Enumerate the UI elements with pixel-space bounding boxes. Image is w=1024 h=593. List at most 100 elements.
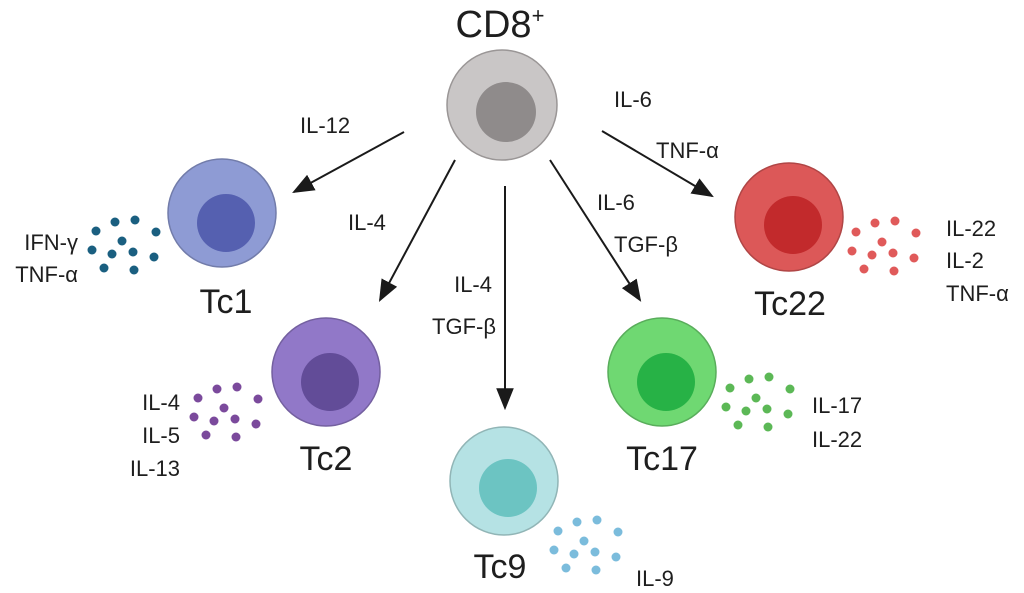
cytokine-dot xyxy=(219,403,229,413)
tc2-cytokine-3: IL-13 xyxy=(130,456,180,481)
cytokine-dot xyxy=(888,248,898,258)
tc17-cell-nucleus xyxy=(637,353,695,411)
cytokine-dot xyxy=(725,383,735,393)
tc22-cell-nucleus xyxy=(764,196,822,254)
cytokine-dot xyxy=(763,422,773,432)
cytokine-dot xyxy=(107,249,117,259)
tc9-subset: IL-9 Tc9 xyxy=(449,426,674,591)
cytokine-dot xyxy=(867,250,877,260)
cytokine-dot xyxy=(851,227,861,237)
cytokine-dot xyxy=(212,384,222,394)
cytokine-dot xyxy=(741,406,751,416)
cytokine-dot xyxy=(209,416,219,426)
cytokine-dot xyxy=(572,517,582,527)
cytokine-dot xyxy=(764,372,774,382)
cytokine-dot xyxy=(592,515,602,525)
cd8-cell: CD8+ xyxy=(446,3,558,161)
cytokine-dot xyxy=(911,228,921,238)
inducer-tc9-1: IL-4 xyxy=(454,272,492,297)
tc17-cytokine-dots xyxy=(721,372,795,432)
tc2-subset: IL-4 IL-5 IL-13 Tc2 xyxy=(130,317,381,481)
cytokine-dot xyxy=(110,217,120,227)
inducer-tc17-2: TGF-β xyxy=(614,232,678,257)
cd8-title: CD8+ xyxy=(456,3,545,46)
cytokine-dot xyxy=(553,526,563,536)
inducer-tc22-1: IL-6 xyxy=(614,87,652,112)
tc22-cytokine-3: TNF-α xyxy=(946,281,1009,306)
cytokine-dot xyxy=(785,384,795,394)
cytokine-dot xyxy=(569,549,579,559)
cytokine-dot xyxy=(193,393,203,403)
cytokine-dot xyxy=(91,226,101,236)
inducer-labels: IL-12 IL-4 IL-4 TGF-β IL-6 TGF-β IL-6 TN… xyxy=(300,87,719,339)
cytokine-dot xyxy=(877,237,887,247)
tc2-cell-nucleus xyxy=(301,353,359,411)
tc2-cytokine-dots xyxy=(189,382,263,442)
cytokine-dot xyxy=(128,247,138,257)
tc17-cytokine-1: IL-17 xyxy=(812,393,862,418)
cytokine-dot xyxy=(231,432,241,442)
cytokine-dot xyxy=(859,264,869,274)
cytokine-dot xyxy=(99,263,109,273)
tc22-cytokine-1: IL-22 xyxy=(946,216,996,241)
tc9-label: Tc9 xyxy=(474,548,527,586)
cytokine-dot xyxy=(130,215,140,225)
cytokine-dot xyxy=(230,414,240,424)
cytokine-dot xyxy=(847,246,857,256)
tc22-cytokine-2: IL-2 xyxy=(946,248,984,273)
cytokine-dot xyxy=(591,565,601,575)
cytokine-dot xyxy=(232,382,242,392)
cytokine-dot xyxy=(762,404,772,414)
tc22-label: Tc22 xyxy=(754,285,826,323)
tc2-cytokine-2: IL-5 xyxy=(142,423,180,448)
inducer-tc9-2: TGF-β xyxy=(432,314,496,339)
arrows xyxy=(292,130,714,411)
cd8-cell-nucleus xyxy=(476,82,536,142)
cytokine-dot xyxy=(751,393,761,403)
tc1-cytokine-2: TNF-α xyxy=(15,262,78,287)
inducer-tc2-1: IL-4 xyxy=(348,210,386,235)
cytokine-dot xyxy=(149,252,159,262)
tc9-cell-nucleus xyxy=(479,459,537,517)
tc1-cytokine-dots xyxy=(87,215,161,275)
tc1-cell-nucleus xyxy=(197,194,255,252)
cytokine-dot xyxy=(783,409,793,419)
tc2-cytokine-1: IL-4 xyxy=(142,390,180,415)
inducer-tc22-2: TNF-α xyxy=(656,138,719,163)
tc1-label: Tc1 xyxy=(200,283,253,321)
cytokine-dot xyxy=(744,374,754,384)
tc22-subset: IL-22 IL-2 TNF-α Tc22 xyxy=(734,162,1009,323)
cytokine-dot xyxy=(117,236,127,246)
cytokine-dot xyxy=(189,412,199,422)
cytokine-dot xyxy=(151,227,161,237)
tc17-subset: IL-17 IL-22 Tc17 xyxy=(607,317,862,478)
arrow-to-tc2 xyxy=(378,159,456,302)
arrow-to-tc22 xyxy=(601,130,714,198)
tc17-label: Tc17 xyxy=(626,440,698,478)
cytokine-dot xyxy=(87,245,97,255)
cytokine-dot xyxy=(889,266,899,276)
tc1-cytokine-1: IFN-γ xyxy=(24,230,78,255)
arrow-to-tc17 xyxy=(549,159,642,302)
tc22-cytokine-dots xyxy=(847,216,921,276)
cytokine-dot xyxy=(721,402,731,412)
cytokine-dot xyxy=(549,545,559,555)
inducer-tc17-1: IL-6 xyxy=(597,190,635,215)
tc17-cytokine-2: IL-22 xyxy=(812,427,862,452)
tc9-cytokine-1: IL-9 xyxy=(636,566,674,591)
cytokine-dot xyxy=(733,420,743,430)
cytokine-dot xyxy=(870,218,880,228)
cytokine-dot xyxy=(251,419,261,429)
inducer-tc1-1: IL-12 xyxy=(300,113,350,138)
cytokine-dot xyxy=(253,394,263,404)
cytokine-dot xyxy=(890,216,900,226)
cytokine-dot xyxy=(201,430,211,440)
cytokine-dot xyxy=(129,265,139,275)
cytokine-dot xyxy=(611,552,621,562)
tc2-label: Tc2 xyxy=(300,440,353,478)
cytokine-dot xyxy=(909,253,919,263)
arrow-to-tc1 xyxy=(292,131,405,194)
cytokine-dot xyxy=(579,536,589,546)
cytokine-dot xyxy=(561,563,571,573)
